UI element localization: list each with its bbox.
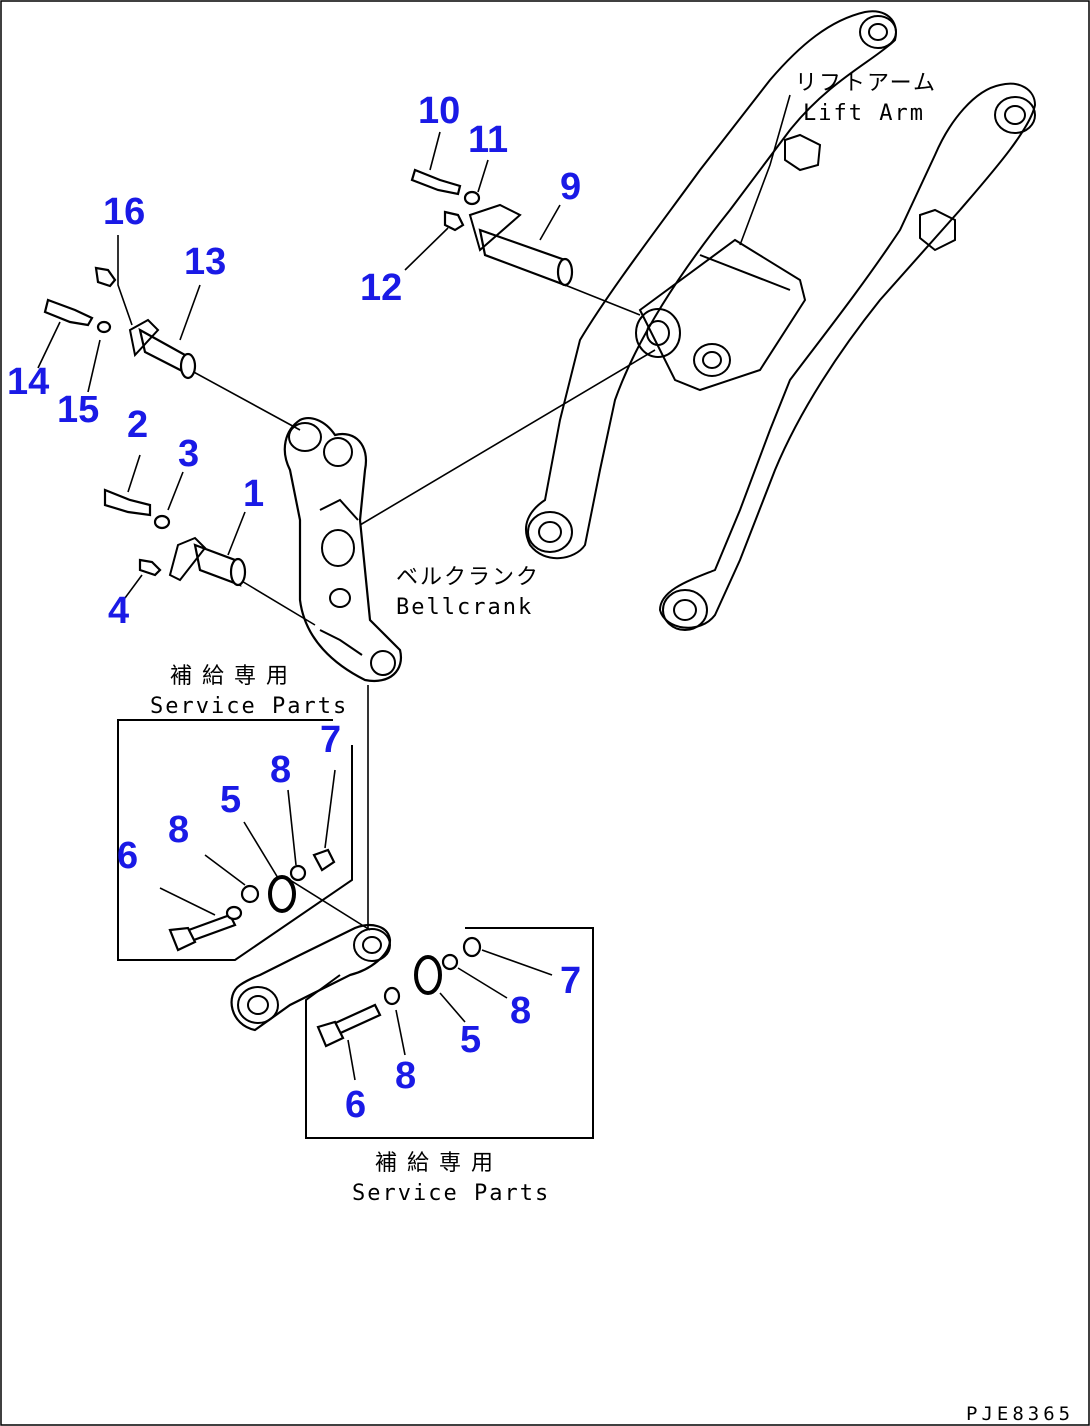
callout-13: 13 [184,241,226,283]
callout-8a: 8 [270,749,291,791]
callout-16: 16 [103,191,145,233]
callout-7b: 7 [560,960,581,1002]
bellcrank-label-jp: ベルクランク [396,565,540,590]
callout-6a: 6 [117,835,138,877]
callout-6b: 6 [345,1084,366,1126]
callout-8c: 8 [510,990,531,1032]
callout-14: 14 [7,361,49,403]
pin-group-lift-arm [404,131,574,287]
service-parts-lower-label-en: Service Parts [352,1181,550,1206]
service-parts-box-lower [305,927,594,1139]
service-parts-lower-label-jp: 補給専用 [375,1151,503,1176]
callout-7a: 7 [320,719,341,761]
callout-5a: 5 [220,779,241,821]
bellcrank [283,417,403,683]
callout-8b: 8 [168,809,189,851]
callout-12: 12 [360,267,402,309]
lift-arm-label-en: Lift Arm [803,101,925,126]
assembly-lines [189,284,656,931]
bellcrank-label-en: Bellcrank [396,595,533,620]
callout-9: 9 [560,166,581,208]
pin-group-bellcrank-upper [37,235,201,393]
callout-15: 15 [57,389,99,431]
pin-group-bellcrank-lower [103,454,247,599]
callout-5b: 5 [460,1019,481,1061]
lift-arm-label-jp: リフトアーム [795,71,937,96]
callout-11: 11 [468,119,508,161]
callout-10: 10 [418,90,460,132]
callout-8d: 8 [395,1055,416,1097]
callout-2: 2 [127,404,148,446]
drawing-code: PJE8365 [966,1403,1074,1425]
callout-1: 1 [243,473,264,515]
callout-3: 3 [178,433,199,475]
service-parts-upper-label-en: Service Parts [150,694,348,719]
callout-4: 4 [108,590,129,632]
service-parts-box-upper [117,719,353,961]
lift-arm [525,10,1037,631]
link [230,924,392,1032]
service-parts-upper-label-jp: 補給専用 [170,664,298,689]
